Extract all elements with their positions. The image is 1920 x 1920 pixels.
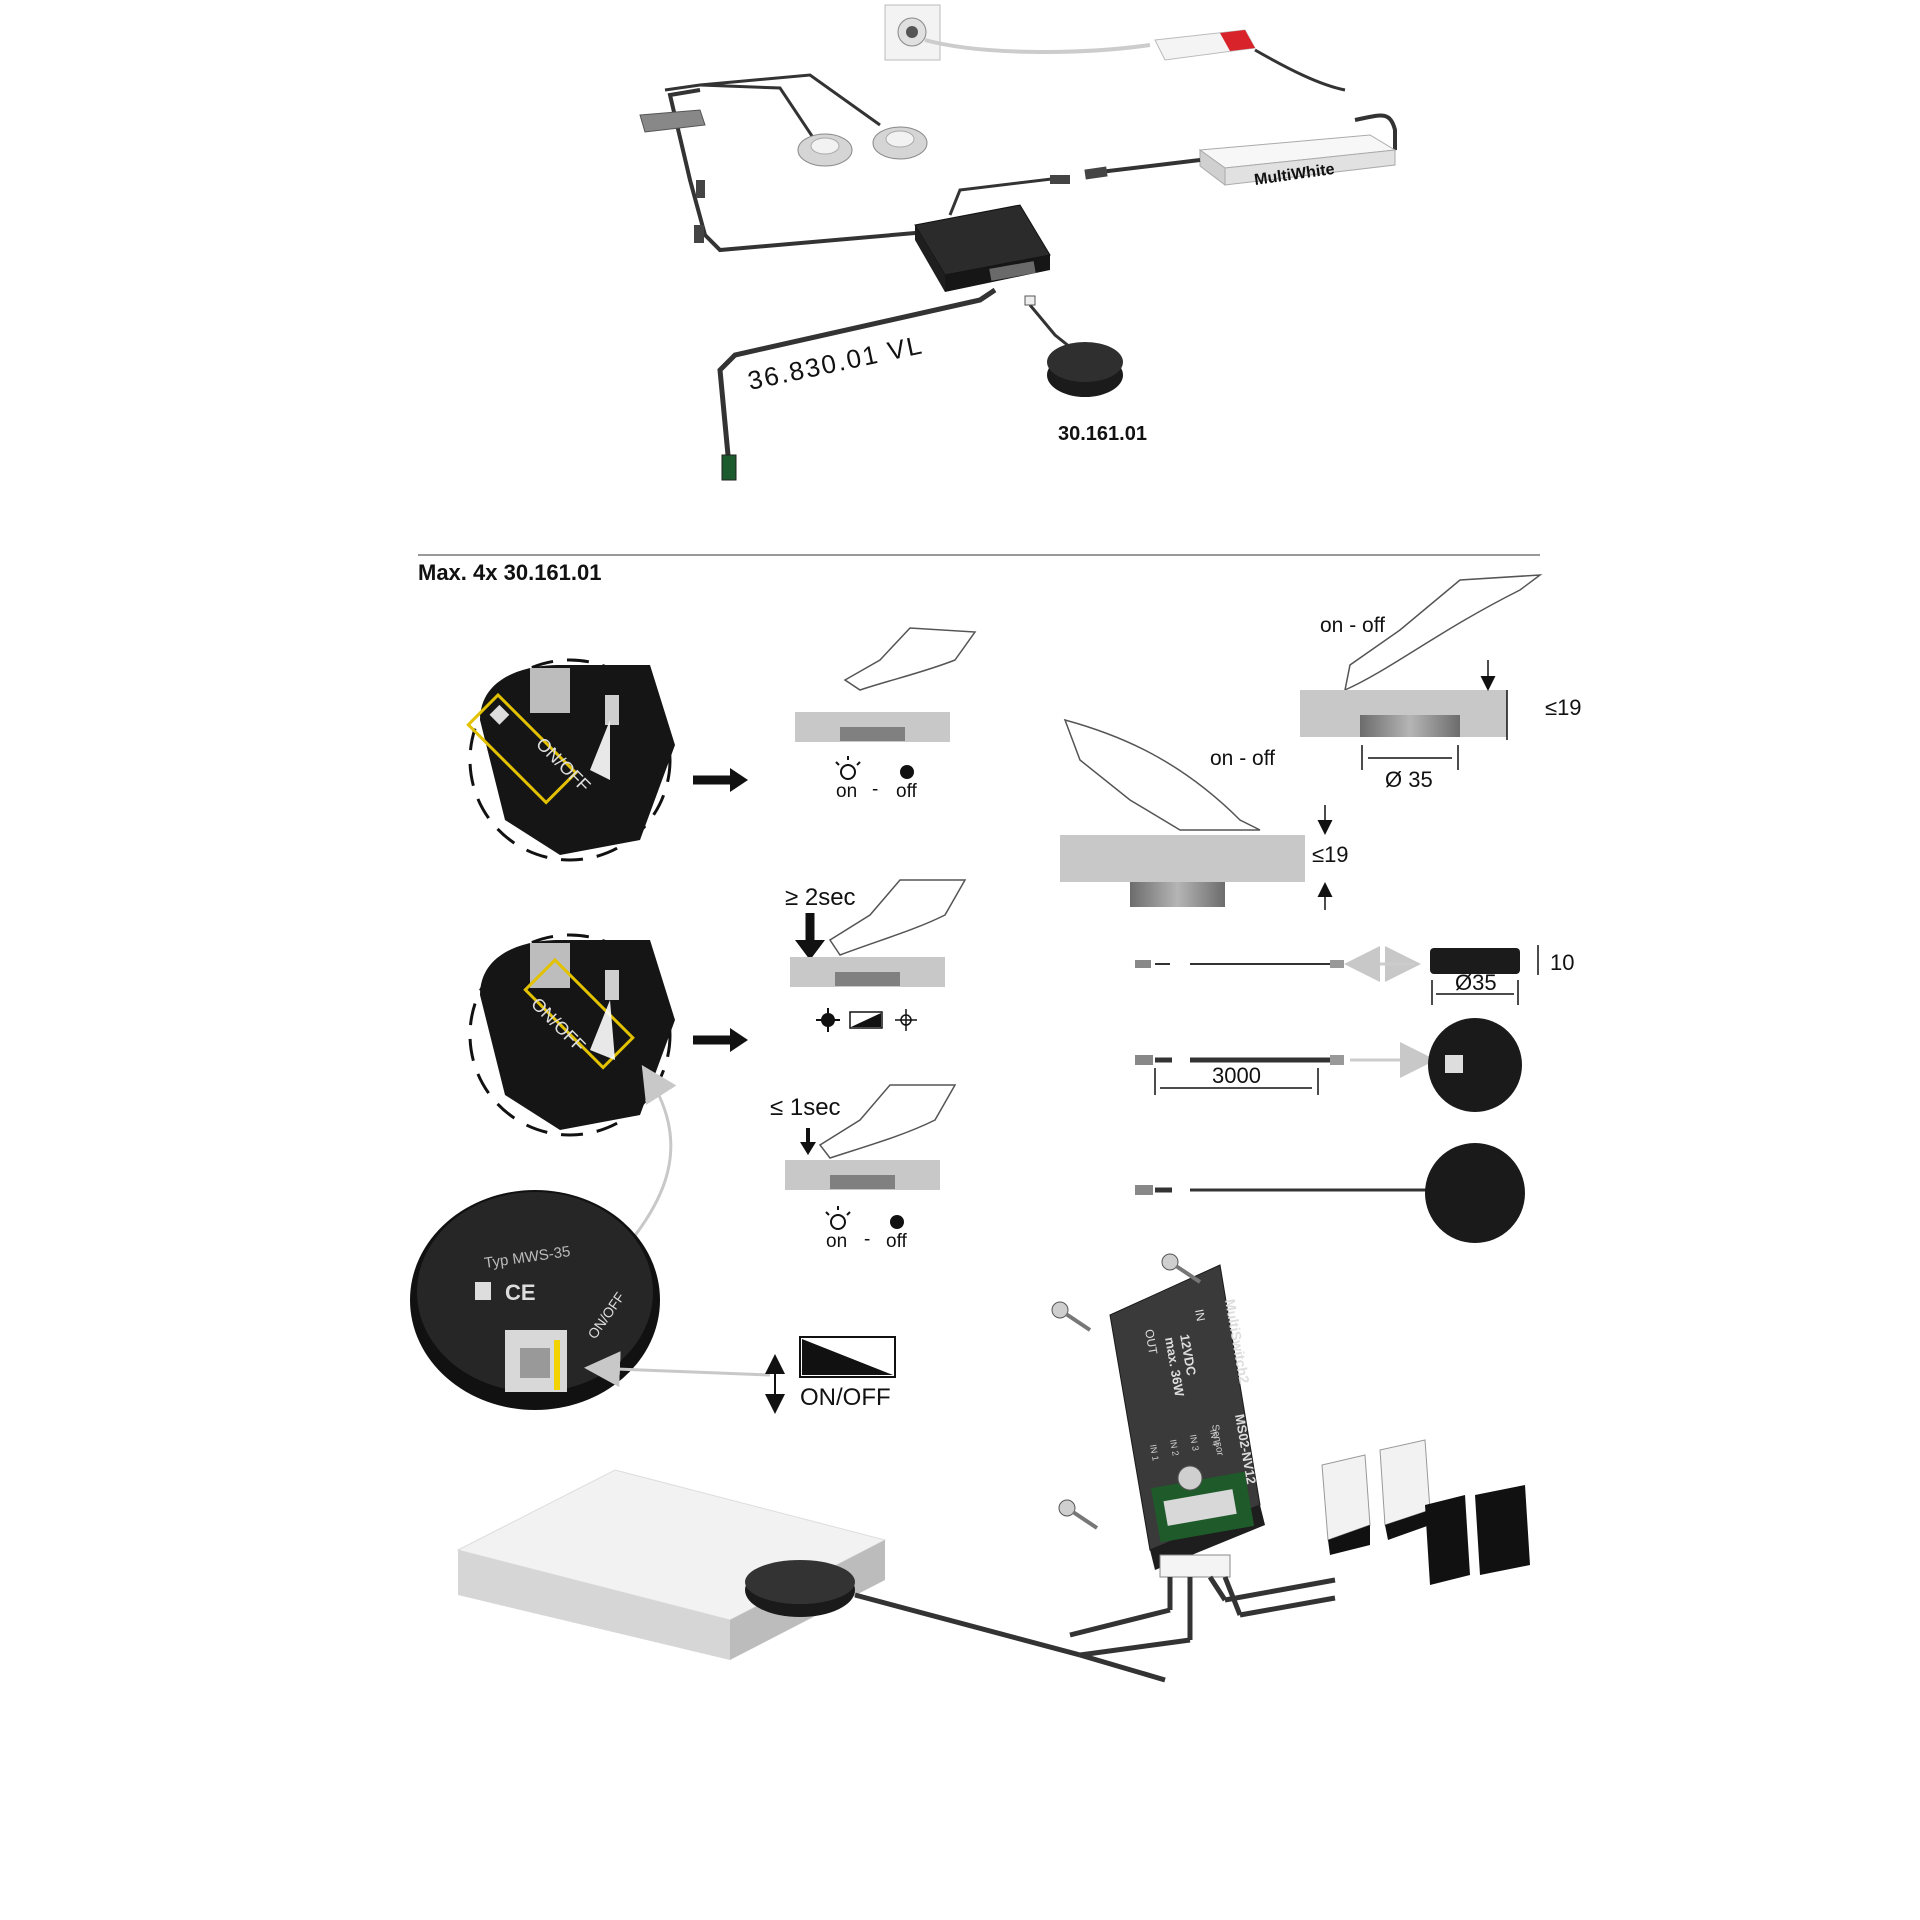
screw-icon (1051, 1301, 1092, 1332)
mount-label-a: on - off (1320, 614, 1385, 637)
spotlight-icon (797, 133, 853, 167)
controller-voltage: 12VDC (1177, 1333, 1199, 1377)
arrow-right-icon (730, 768, 748, 792)
height-label: 10 (1550, 950, 1574, 975)
controller-port-2: IN 2 (1168, 1439, 1181, 1457)
dash-label: - (872, 779, 878, 800)
cable-label: 36.830.01 VL (745, 329, 926, 395)
screw-icon (1177, 1465, 1203, 1491)
adhesive-pads (1321, 1439, 1530, 1585)
on-label: on (826, 1231, 847, 1252)
dimming-wedge-icon (849, 1011, 883, 1029)
controller-port-1: IN 1 (1148, 1444, 1161, 1462)
tap-label: ≤ 1sec (770, 1094, 841, 1121)
touch-panel-onoff: on - off (795, 627, 977, 802)
screw-icon (1161, 1253, 1202, 1284)
hold-label: ≥ 2sec (785, 884, 856, 911)
spotlight-icon (872, 126, 928, 160)
connector-plugs (1069, 1554, 1336, 1658)
switch-detail-1: ON/OFF (466, 658, 675, 862)
hand-icon (843, 627, 977, 691)
sensor-puck-icon (1047, 342, 1123, 397)
off-label: off (886, 1231, 908, 1252)
mounting-thin-panel: on - off ≤19 Ø 35 (1300, 574, 1582, 792)
mode-on-off-label: ON/OFF (800, 1384, 891, 1411)
switch-detail-2: ON/OFF (468, 933, 675, 1137)
controller-top-icon (914, 204, 1051, 292)
diameter-label: Ø35 (1455, 970, 1497, 995)
logo-icon (475, 1282, 491, 1300)
ce-mark: CE (505, 1280, 536, 1305)
press-arrow-icon (800, 1142, 816, 1155)
mounting-thick-panel: on - off ≤19 (1060, 718, 1349, 910)
dimming-wedge-icon (802, 1339, 893, 1375)
cable-length-label: 3000 (1212, 1063, 1261, 1088)
touch-panel-tap: ≤ 1sec on - off (770, 1084, 957, 1252)
bulb-off-icon (890, 1215, 904, 1229)
controller-port-3: IN 3 (1188, 1434, 1201, 1452)
wall-socket-icon (884, 4, 941, 61)
mode-legend: ON/OFF (765, 1336, 896, 1414)
sun-dim-icon (895, 1009, 917, 1031)
shelf-with-sensor (456, 1469, 1166, 1683)
thickness-label-b: ≤19 (1312, 842, 1349, 867)
diameter-label-a: Ø 35 (1385, 767, 1433, 792)
off-label: off (896, 781, 918, 802)
pointer-arrow (584, 1351, 771, 1388)
multiswitch-controller: MultiSwitch2 IN OUT 12VDC max. 36W MS02-… (1109, 1264, 1265, 1570)
sensor-code-label: 30.161.01 (1058, 423, 1147, 445)
top-wiring-diagram: MultiWhite (639, 4, 1397, 481)
sun-bright-icon (816, 1008, 840, 1032)
cable-dimension-row: 10 Ø35 (1135, 945, 1574, 1005)
thickness-label-a: ≤19 (1545, 695, 1582, 720)
dash-label: - (864, 1229, 870, 1250)
hand-icon (1063, 718, 1261, 831)
bulb-on-icon (835, 756, 861, 780)
mount-label-b: on - off (1210, 747, 1275, 770)
arrow-right-icon (730, 1028, 748, 1052)
touch-panel-dim: ≥ 2sec (785, 879, 967, 1032)
sensor-front-row (1135, 1143, 1525, 1243)
controller-out-label: OUT (1142, 1328, 1160, 1356)
multiwhite-driver-icon (1198, 134, 1397, 187)
cable-length-row: 3000 (1135, 1018, 1522, 1112)
controller-port-4: IN 4 (1208, 1429, 1221, 1447)
section-heading: Max. 4x 30.161.01 (418, 560, 601, 585)
press-arrow-icon (795, 940, 825, 960)
hand-icon (818, 1084, 957, 1159)
sensor-back-view: Typ MWS-35 CE ON/OFF (410, 1190, 660, 1410)
bulb-on-icon (825, 1206, 851, 1230)
on-label: on (836, 781, 857, 802)
bulb-off-icon (900, 765, 914, 779)
controller-in-label: IN (1192, 1308, 1208, 1322)
power-supply-icon (1154, 29, 1256, 61)
hand-icon (1343, 574, 1543, 692)
hand-icon (828, 879, 967, 956)
screw-icon (1058, 1499, 1099, 1530)
